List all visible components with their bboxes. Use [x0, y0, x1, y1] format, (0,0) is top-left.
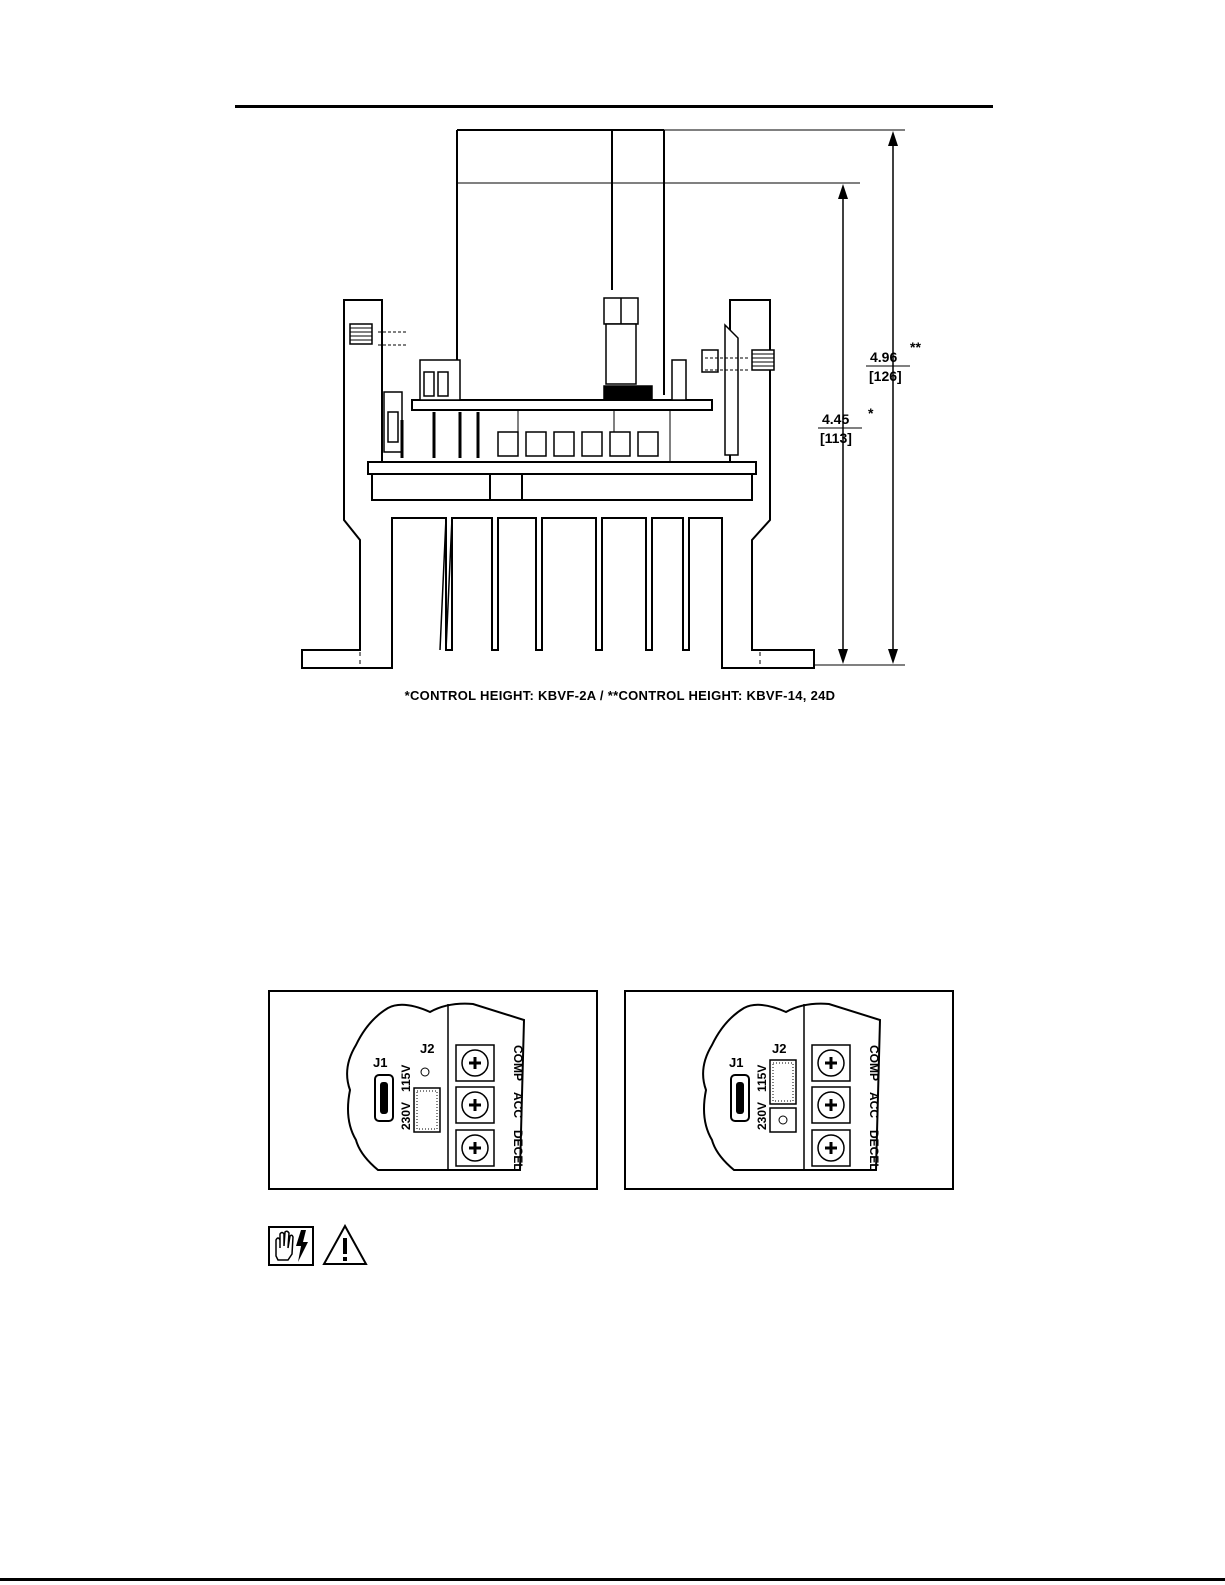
dim-inner-value: 4.45: [822, 411, 849, 427]
pot-decel-label: DECEL: [867, 1130, 881, 1171]
pot-acc-label: ACC: [867, 1092, 881, 1118]
j2-label: J2: [420, 1041, 434, 1056]
dim-inner-mark: *: [868, 405, 874, 421]
jumper-panel-left: J1 J2 230V 115V COMP ACC DECEL: [268, 990, 598, 1190]
jumper-panel-right: J1 J2 230V 115V COMP ACC DECEL: [624, 990, 954, 1190]
volt-115-label: 115V: [755, 1065, 769, 1092]
dim-outer-mark: **: [910, 339, 921, 355]
hand-shock-warning-icon: [268, 1226, 314, 1266]
pot-acc-label: ACC: [511, 1092, 525, 1118]
volt-230-label: 230V: [399, 1102, 413, 1130]
side-view-drawing: 4.96 ** [126] 4.45 * [113]: [0, 0, 1225, 700]
bottom-rule: [0, 1578, 1225, 1581]
pot-comp-label: COMP: [511, 1045, 525, 1081]
control-height-caption: *CONTROL HEIGHT: KBVF-2A / **CONTROL HEI…: [300, 688, 940, 703]
j2-jumper: [414, 1088, 440, 1132]
dim-outer-value: 4.96: [870, 349, 897, 365]
j1-label: J1: [373, 1055, 387, 1070]
volt-230-label: 230V: [755, 1102, 769, 1130]
j2-jumper: [770, 1060, 796, 1104]
j2-label: J2: [772, 1041, 786, 1056]
volt-115-label: 115V: [399, 1065, 413, 1092]
caution-triangle-icon: [322, 1224, 368, 1266]
pot-comp-label: COMP: [867, 1045, 881, 1081]
dim-inner-metric: [113]: [820, 430, 852, 446]
pot-decel-label: DECEL: [511, 1130, 525, 1171]
dim-outer-metric: [126]: [869, 368, 902, 384]
j1-label: J1: [729, 1055, 743, 1070]
